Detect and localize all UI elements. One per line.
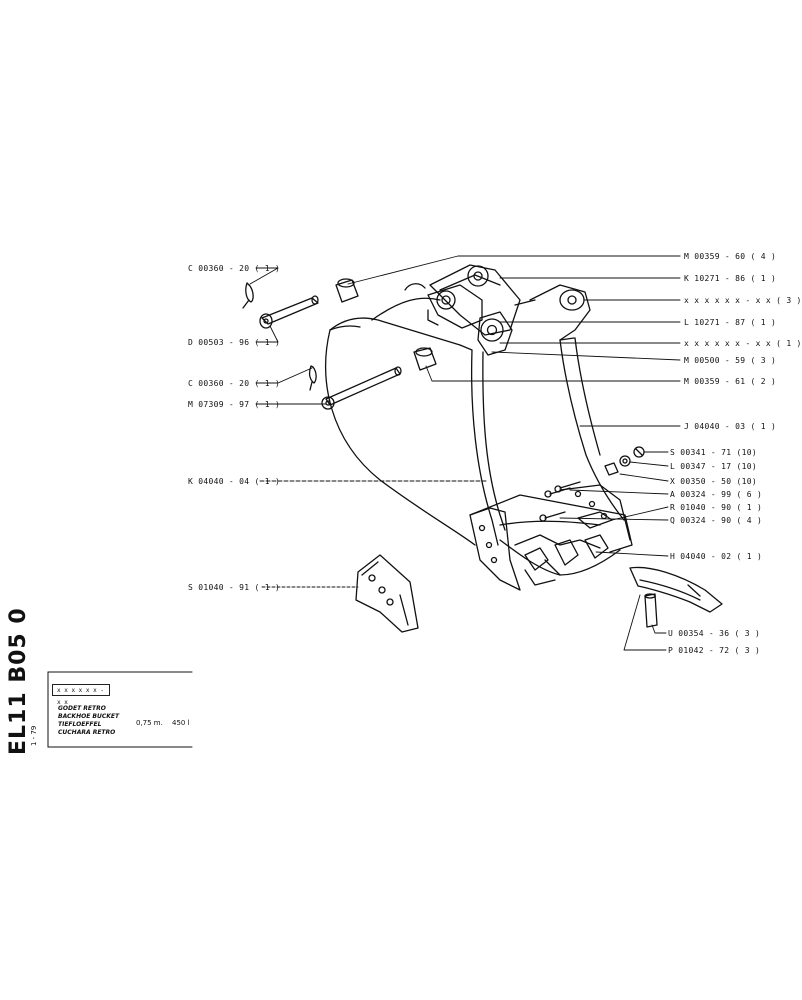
- side-cutter: [355, 554, 419, 633]
- label-xxxxxx-3: x x x x x x - x x ( 3 ): [684, 296, 802, 305]
- label-m00359-61: M 00359 - 61 ( 2 ): [684, 377, 777, 386]
- bucket-body: [325, 297, 633, 591]
- label-m00359-60: M 00359 - 60 ( 4 ): [684, 252, 777, 261]
- label-k10271-86: K 10271 - 86 ( 1 ): [684, 274, 777, 283]
- label-m07309-97: M 07309 - 97 ( 1 ): [188, 400, 281, 409]
- label-j04040-03: J 04040 - 03 ( 1 ): [684, 422, 777, 431]
- document-date: 1 - 79: [30, 718, 42, 748]
- title-en: BACKHOE BUCKET: [58, 713, 120, 720]
- bucket-width: 450 l: [172, 719, 190, 727]
- backhoe-bucket-exploded-diagram: [47, 255, 723, 748]
- title-fr: GODET RETRO: [58, 705, 106, 712]
- label-s00341-71: S 00341 - 71 (10): [670, 448, 757, 457]
- bucket-tooth: [629, 566, 723, 628]
- label-c00360-20-mid: C 00360 - 20 ( 1 ): [188, 379, 281, 388]
- label-c00360-20-top: C 00360 - 20 ( 1 ): [188, 264, 281, 273]
- label-xxxxxx-1: x x x x x x - x x ( 1 ): [684, 339, 802, 348]
- label-u00354-36: U 00354 - 36 ( 3 ): [668, 629, 761, 638]
- label-h04040-02: H 04040 - 02 ( 1 ): [670, 552, 763, 561]
- document-date-text: 1 - 79: [30, 725, 38, 746]
- label-r01040-90: R 01040 - 90 ( 1 ): [670, 503, 763, 512]
- title-de: TIEFLOEFFEL: [58, 721, 102, 728]
- document-id-text: EL11 B05 0: [6, 607, 31, 755]
- label-m00500-59: M 00500 - 59 ( 3 ): [684, 356, 777, 365]
- title-es: CUCHARA RETRO: [58, 729, 116, 736]
- label-l00347-17: L 00347 - 17 (10): [670, 462, 757, 471]
- label-x00350-50: X 00350 - 50 (10): [670, 477, 757, 486]
- label-l10271-87: L 10271 - 87 ( 1 ): [684, 318, 777, 327]
- pin-assembly-left: [242, 278, 437, 410]
- title-block-frame: [47, 671, 193, 748]
- label-q00324-90: Q 00324 - 90 ( 4 ): [670, 516, 763, 525]
- link-brackets: [404, 264, 591, 356]
- label-p01042-72: P 01042 - 72 ( 3 ): [668, 646, 761, 655]
- label-s01040-91: S 01040 - 91 ( 1 ): [188, 583, 281, 592]
- title-block-ref-box: x x x x x x - x x: [52, 684, 110, 706]
- label-k04040-04: K 04040 - 04 ( 1 ): [188, 477, 281, 486]
- label-a00324-99: A 00324 - 99 ( 6 ): [670, 490, 763, 499]
- label-d00503-96: D 00503 - 96 ( 1 ): [188, 338, 281, 347]
- bucket-capacity: 0,75 m.: [136, 719, 163, 727]
- leader-lines: [249, 255, 681, 651]
